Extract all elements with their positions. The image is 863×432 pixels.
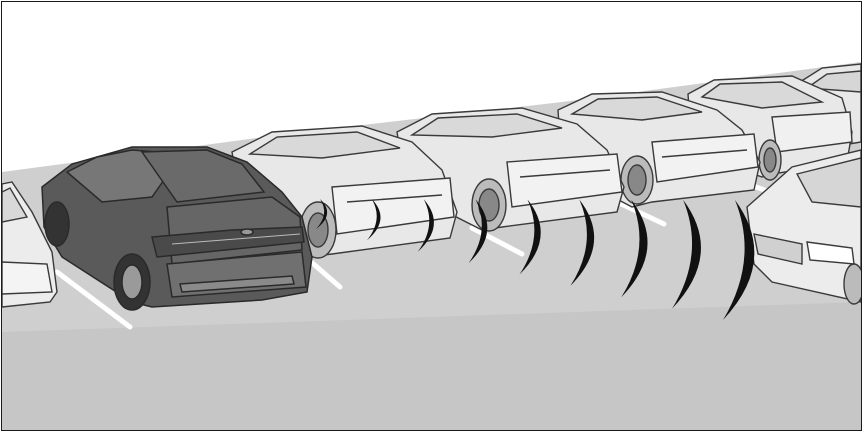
parking-scene (2, 2, 861, 430)
illustration-frame (1, 1, 862, 431)
